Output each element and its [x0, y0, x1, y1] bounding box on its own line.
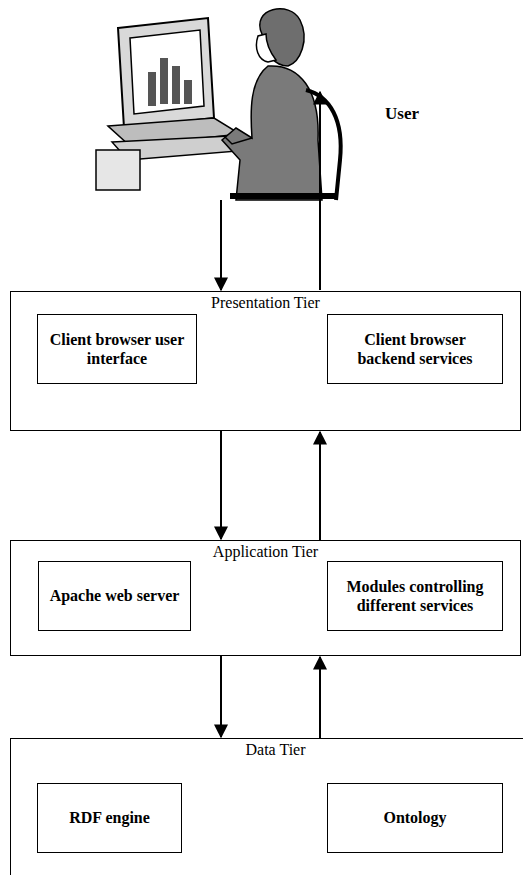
component-label: Ontology [383, 808, 446, 827]
component-label: RDF engine [69, 808, 150, 827]
flow-arrow [220, 656, 222, 737]
component-label: Client browser backend services [334, 330, 496, 368]
component-label: Apache web server [50, 586, 180, 605]
component-box: RDF engine [37, 783, 182, 853]
flow-arrow [319, 432, 321, 540]
component-box: Apache web server [38, 561, 191, 631]
component-box: Modules controlling different services [327, 561, 503, 631]
component-label: Modules controlling different services [334, 577, 496, 615]
tier-band: Presentation TierClient browser user int… [10, 291, 521, 431]
component-box: Client browser user interface [37, 314, 197, 384]
tier-title: Presentation Tier [11, 294, 520, 312]
component-label: Client browser user interface [44, 330, 190, 368]
component-box: Client browser backend services [327, 314, 503, 384]
user-arrow-up [319, 92, 321, 290]
user-arrow-down [220, 200, 222, 290]
computer [96, 18, 250, 190]
flow-arrow [220, 431, 222, 539]
tier-title: Data Tier [11, 741, 523, 759]
flow-arrow [319, 657, 321, 738]
tier-band: Application TierApache web server Modules… [10, 540, 521, 656]
actor-label: User [385, 104, 419, 124]
tier-band: Data TierRDF engine Ontology [10, 738, 523, 875]
user-figure [222, 9, 341, 200]
component-box: Ontology [327, 783, 503, 853]
tier-title: Application Tier [11, 543, 520, 561]
